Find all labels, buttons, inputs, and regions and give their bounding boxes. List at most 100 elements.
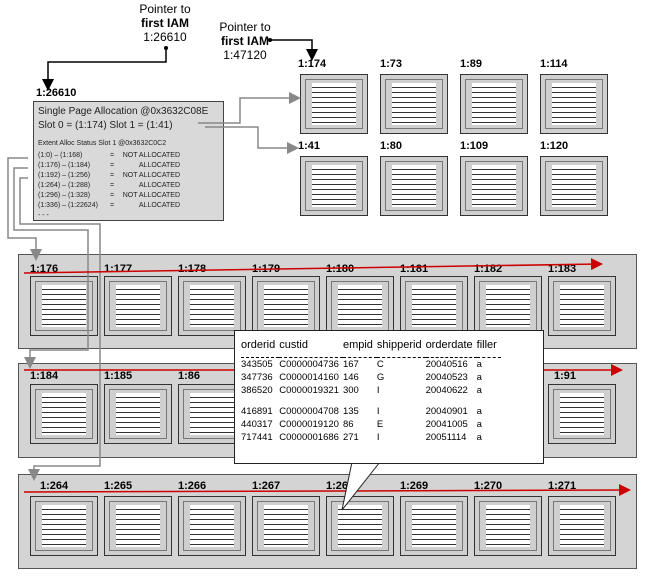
table-cell: I xyxy=(376,432,380,443)
table-cell: 271 xyxy=(342,432,359,443)
page-rows-lines xyxy=(109,389,167,439)
table-cell: a xyxy=(476,406,482,417)
page-id-label: 1:73 xyxy=(380,58,403,70)
page-id-label: 1:114 xyxy=(540,58,568,70)
table-cell: I xyxy=(376,385,380,396)
extent-arrow-2 xyxy=(13,167,89,369)
table-cell: 20051114 xyxy=(425,432,467,443)
page-id-label: 1:185 xyxy=(104,370,133,382)
table-cell: G xyxy=(376,372,385,383)
extent-arrow-1 xyxy=(7,157,42,261)
iam-extent-row: (1:296) – (1:328)=NOT ALLOCATED xyxy=(38,192,180,199)
table-cell: a xyxy=(476,359,482,370)
data-page xyxy=(548,384,616,444)
page-rows-lines xyxy=(35,389,93,439)
pointer-dot-b xyxy=(268,38,272,42)
table-cell: C0000001686 xyxy=(279,432,339,443)
column-header: empid xyxy=(342,339,373,351)
table-cell: 135 xyxy=(342,406,359,417)
data-page xyxy=(540,156,608,216)
page-id-label: 1:270 xyxy=(474,480,503,492)
iam-extent-eq: = xyxy=(110,192,115,199)
page-id-label: 1:180 xyxy=(326,263,355,275)
data-page xyxy=(30,276,98,336)
page-rows-lines xyxy=(183,501,241,551)
pointer-label: Pointer to xyxy=(219,20,271,34)
pointer-page-id: 1:47120 xyxy=(223,48,267,62)
page-rows-lines xyxy=(553,281,611,331)
table-cell: C0000004736 xyxy=(279,359,339,370)
page-id-label: 1:266 xyxy=(178,480,207,492)
iam-extent-eq: = xyxy=(110,162,115,169)
table-cell: 20041005 xyxy=(425,419,468,430)
iam-extent-title: Extent Alloc Status Slot 1 @0x3632C0C2 xyxy=(38,140,167,147)
page-rows-lines xyxy=(385,161,443,211)
table-cell: a xyxy=(476,385,482,396)
table-cell: 440317 xyxy=(241,419,273,430)
data-page xyxy=(300,74,368,134)
table-cell: 20040523 xyxy=(425,372,468,383)
table-cell: C0000019120 xyxy=(279,419,339,430)
data-page xyxy=(548,276,616,336)
page-id-label: 1:109 xyxy=(460,140,489,152)
page-rows-lines xyxy=(35,501,93,551)
data-page xyxy=(252,496,320,556)
table-cell: 86 xyxy=(342,419,354,430)
table-cell: 20040622 xyxy=(425,385,468,396)
scan-line-3 xyxy=(23,484,631,497)
data-page xyxy=(104,384,172,444)
iam-extent-eq: = xyxy=(110,172,115,179)
page-rows-lines xyxy=(465,161,523,211)
header-separator xyxy=(241,353,501,358)
data-page xyxy=(300,156,368,216)
iam-extent-range: (1:336) – (1:22624) xyxy=(38,202,98,209)
data-page xyxy=(400,496,468,556)
pointer-arrow-b xyxy=(270,39,318,61)
page-id-label: 1:174 xyxy=(298,58,327,70)
data-page xyxy=(30,384,98,444)
iam-extent-eq: = xyxy=(110,202,115,209)
page-id-label: 1:89 xyxy=(460,58,483,70)
page-rows-lines xyxy=(465,79,523,129)
data-page xyxy=(252,276,320,336)
data-page xyxy=(474,276,542,336)
data-page xyxy=(178,276,246,336)
data-page xyxy=(460,156,528,216)
pointer-label-bold: first IAM xyxy=(141,16,189,30)
page-id-label: 1:91 xyxy=(554,370,577,382)
slot0-arrow xyxy=(198,92,301,124)
table-cell: C0000019321 xyxy=(279,385,339,396)
table-cell: 167 xyxy=(342,359,359,370)
table-cell: C xyxy=(376,359,384,370)
page-id-label: 1:178 xyxy=(178,263,207,275)
scan-line-1 xyxy=(23,258,603,274)
data-page xyxy=(548,496,616,556)
page-id-label: 1:120 xyxy=(540,140,569,152)
page-rows-lines xyxy=(385,79,443,129)
table-cell: 300 xyxy=(342,385,359,396)
data-page xyxy=(30,496,98,556)
table-cell: 20040516 xyxy=(425,359,468,370)
column-header: orderid xyxy=(241,339,276,351)
page-rows-lines xyxy=(545,161,603,211)
data-page xyxy=(460,74,528,134)
page-rows-lines xyxy=(479,501,537,551)
iam-extent-status: ALLOCATED xyxy=(138,162,180,169)
data-page xyxy=(104,276,172,336)
page-id-label: 1:271 xyxy=(548,480,577,492)
callout-tail xyxy=(341,461,381,511)
page-rows-lines xyxy=(553,501,611,551)
data-page xyxy=(326,496,394,556)
page-rows-lines xyxy=(305,79,363,129)
pointer-dot-a xyxy=(164,46,168,50)
column-header: filler xyxy=(476,339,497,351)
column-header: custid xyxy=(279,339,308,351)
iam-page-box: Single Page Allocation @0x3632C08E Slot … xyxy=(33,101,224,221)
iam-ellipsis: - - - xyxy=(38,212,49,219)
page-rows-lines xyxy=(305,161,363,211)
